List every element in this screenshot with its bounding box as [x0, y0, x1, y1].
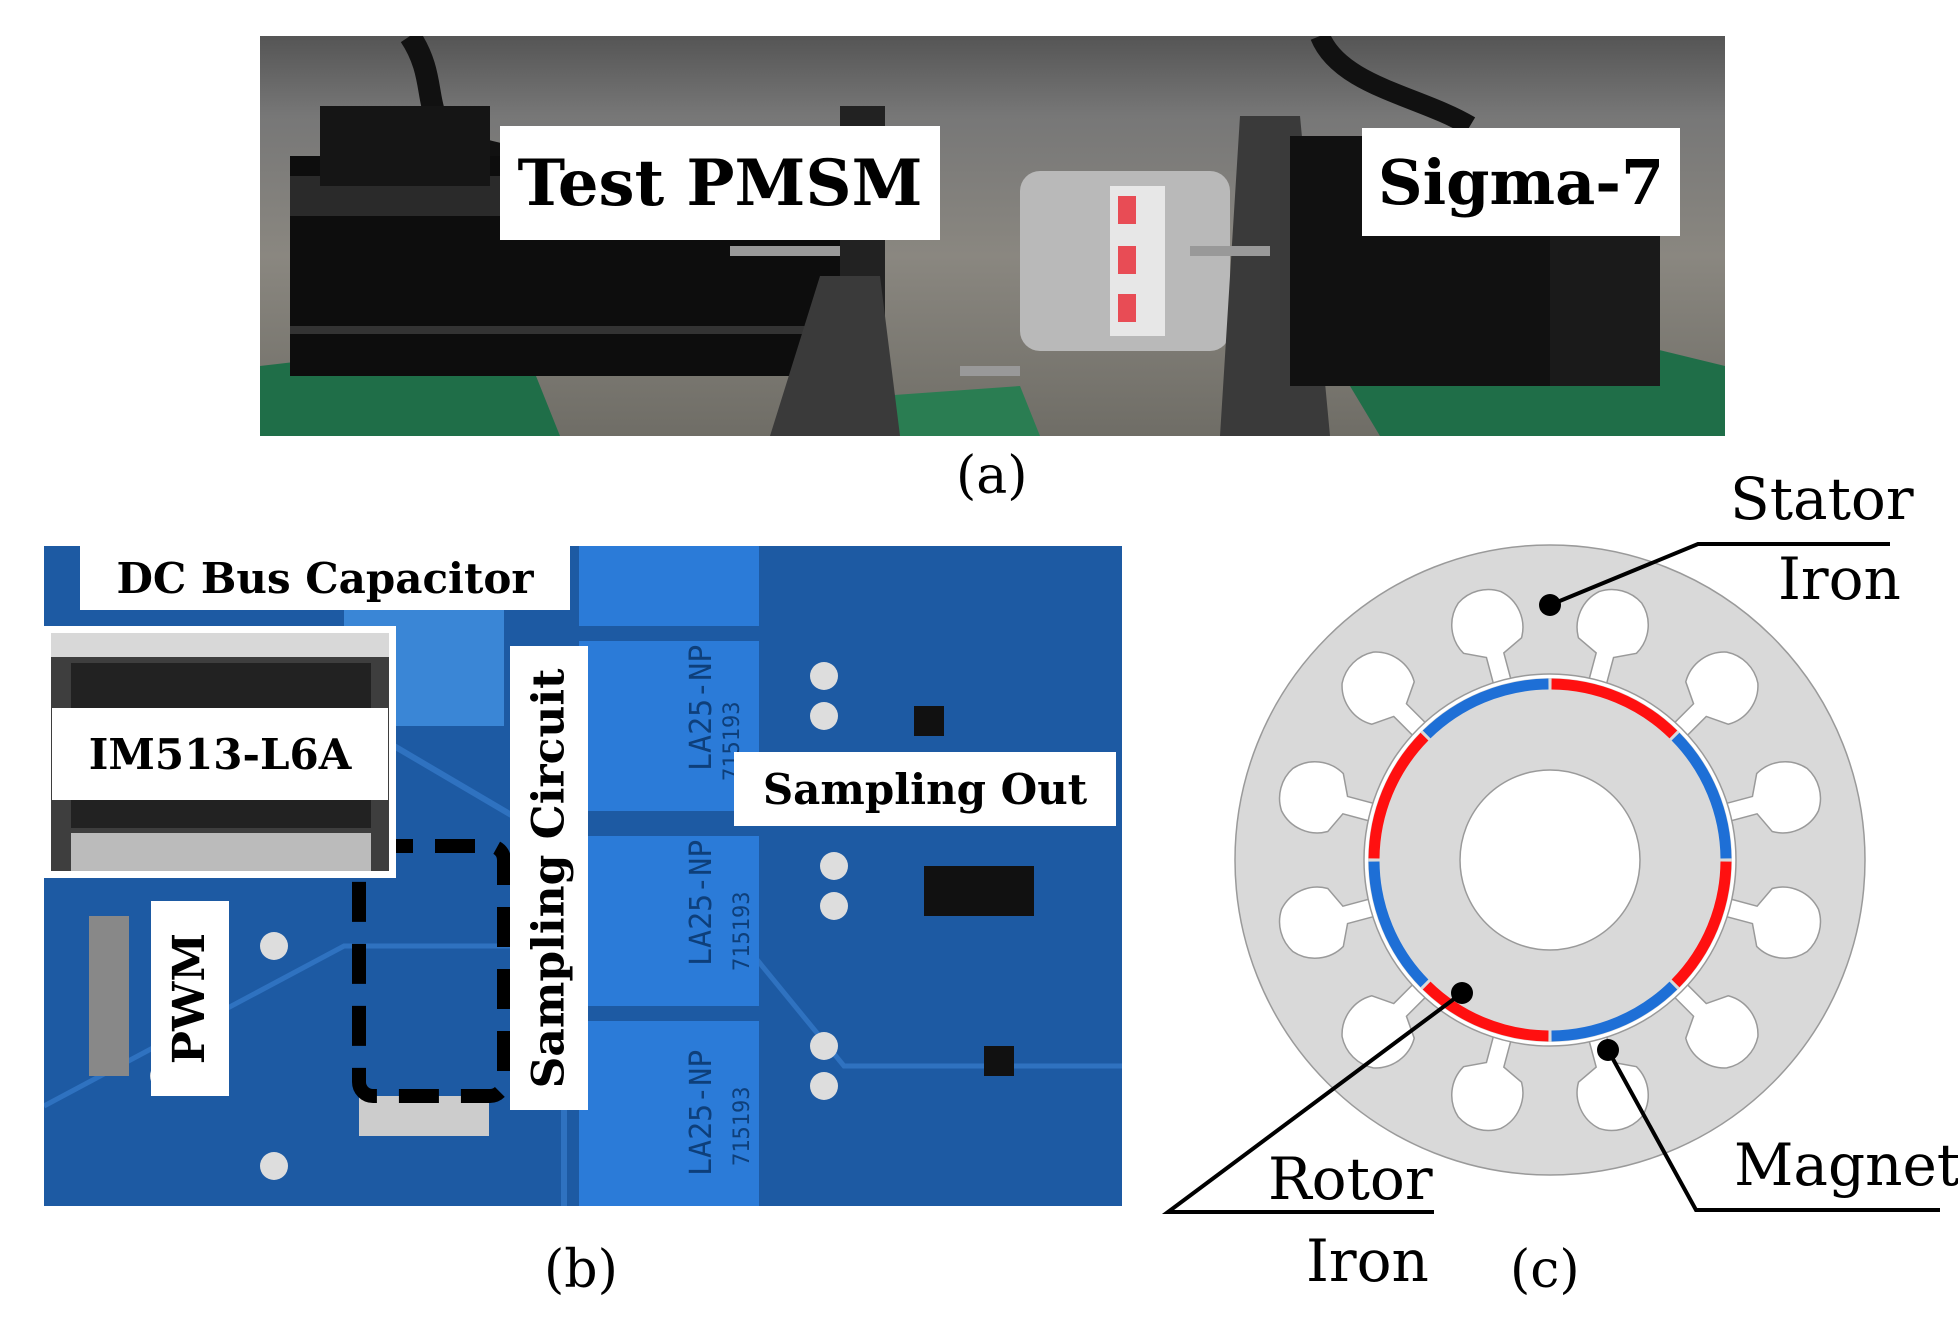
sigma7-text: Sigma-7 — [1377, 145, 1665, 219]
stator-iron-label-line2: Iron — [1778, 545, 1901, 613]
magnet-label: Magnet — [1734, 1131, 1958, 1199]
shaft-hole — [1459, 769, 1641, 951]
motor-test-bench-photo: Test PMSM Sigma-7 — [260, 36, 1725, 436]
permanent-magnet — [1671, 732, 1732, 859]
permanent-magnet — [1551, 678, 1678, 739]
rotor-iron-label-line1: Rotor — [1268, 1145, 1433, 1213]
im513-text: IM513-L6A — [88, 729, 352, 779]
stator-leader-line — [1549, 542, 1890, 607]
permanent-magnet — [1422, 678, 1549, 739]
sensor-print-1: LA25-NP — [684, 644, 719, 771]
sampling-out-label: Sampling Out — [734, 752, 1116, 826]
rotor-leader-line — [1161, 991, 1464, 1214]
pwm-label: PWM — [151, 901, 229, 1096]
rotor-iron-label-line2: Iron — [1306, 1227, 1429, 1295]
sigma7-label: Sigma-7 — [1362, 128, 1680, 236]
stator-slot — [1722, 761, 1822, 834]
im513-label: IM513-L6A — [52, 708, 388, 800]
sampling-circuit-label: Sampling Circuit — [510, 646, 588, 1110]
pwm-text: PWM — [164, 932, 216, 1065]
permanent-magnet — [1368, 732, 1429, 859]
motor-geometry — [1234, 544, 1866, 1176]
stator-slot — [1278, 886, 1378, 959]
stator-iron-label-line1: Stator — [1730, 465, 1914, 533]
stator-slot — [1722, 886, 1822, 959]
stator-slot — [1671, 651, 1759, 739]
stator-slot — [1451, 588, 1524, 688]
inverter-board-photo: LA25-NP LA25-NP LA25-NP 715193 715193 71… — [44, 546, 1122, 1206]
dc-bus-capacitor-label: DC Bus Capacitor — [80, 546, 570, 610]
motor-bench-illustration — [260, 36, 1725, 436]
test-pmsm-label: Test PMSM — [500, 126, 940, 240]
sensor-print-3: LA25-NP — [684, 1049, 719, 1176]
sampling-out-text: Sampling Out — [762, 764, 1088, 814]
sensor-lot-2: 715193 — [730, 891, 755, 971]
permanent-magnet — [1671, 861, 1732, 988]
magnet-leader-line — [1606, 1049, 1940, 1212]
permanent-magnet — [1368, 861, 1429, 988]
stator-slot — [1341, 651, 1429, 739]
sensor-lot-3: 715193 — [730, 1086, 755, 1166]
test-pmsm-text: Test PMSM — [517, 145, 923, 221]
caption-c: (c) — [1510, 1240, 1580, 1300]
dc-bus-capacitor-text: DC Bus Capacitor — [116, 553, 534, 603]
permanent-magnet — [1422, 981, 1549, 1042]
sampling-circuit-text: Sampling Circuit — [523, 668, 575, 1088]
pmsm-cross-section — [1161, 542, 1940, 1214]
stator-slot — [1671, 981, 1759, 1069]
im513-inset: IM513-L6A — [44, 626, 396, 878]
stator-slot — [1576, 588, 1649, 688]
stator-slot — [1341, 981, 1429, 1069]
permanent-magnet — [1551, 981, 1678, 1042]
sensor-print-2: LA25-NP — [684, 839, 719, 966]
stator-slot — [1451, 1032, 1524, 1132]
caption-a: (a) — [956, 446, 1028, 506]
stator-slot — [1576, 1032, 1649, 1132]
caption-b: (b) — [544, 1240, 618, 1300]
stator-slot — [1278, 761, 1378, 834]
